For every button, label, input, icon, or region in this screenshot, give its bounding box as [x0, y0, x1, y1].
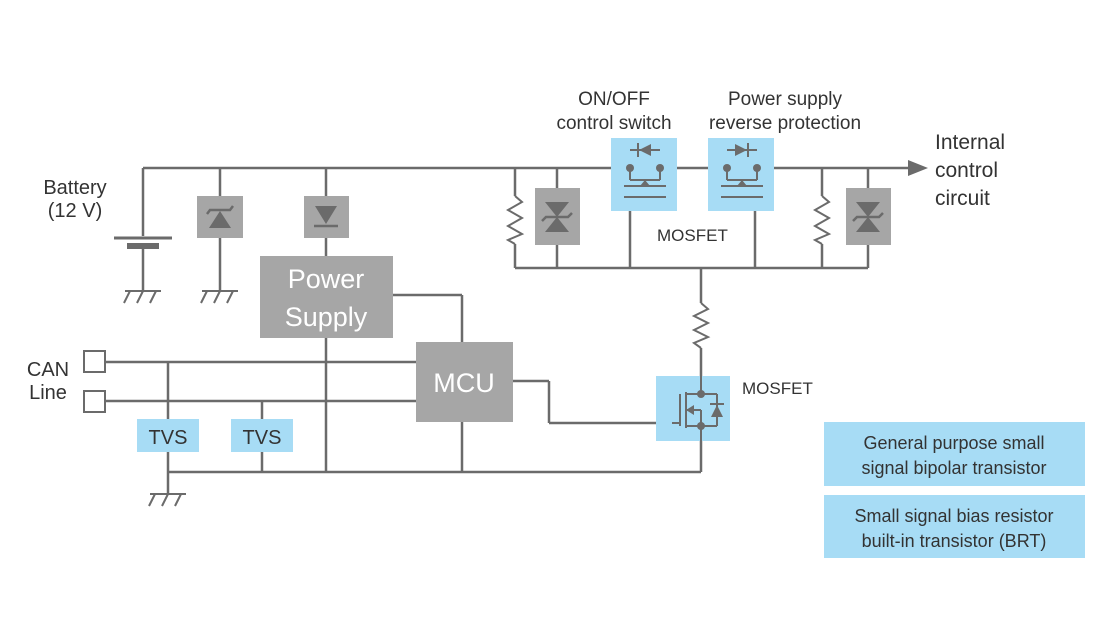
tvs-label-2: TVS: [243, 427, 282, 449]
mosfet-reverse-protection-icon: [708, 138, 774, 211]
onoff-label-1: ON/OFF: [578, 89, 650, 110]
power-supply-label-1: Power: [288, 264, 365, 294]
battery-symbol: [114, 236, 172, 249]
bidirectional-tvs-icon: [535, 188, 580, 245]
mcu-block: MCU: [416, 342, 513, 422]
bidirectional-tvs-icon: [846, 188, 891, 245]
onoff-label-2: control switch: [556, 113, 671, 134]
mcu-label: MCU: [433, 368, 495, 398]
battery-label: Battery: [43, 177, 106, 199]
legend-bipolar-line-2: signal bipolar transistor: [861, 458, 1046, 478]
resistor-icon: [691, 302, 711, 349]
legend-item-brt: [824, 495, 1085, 558]
mosfet-low-side-icon: [656, 376, 730, 441]
internal-circuit-label-3: circuit: [935, 187, 990, 210]
battery-voltage-label: (12 V): [48, 200, 102, 222]
output-arrow-icon: [908, 160, 928, 176]
ground-icon: [200, 290, 238, 304]
ground-icon: [148, 493, 186, 507]
legend-bipolar-line-1: General purpose small: [863, 433, 1044, 453]
tvs-block-1: TVS: [137, 419, 199, 452]
mosfet-bottom-label: MOSFET: [742, 379, 813, 398]
resistor-icon: [812, 195, 832, 245]
tvs-label-1: TVS: [149, 427, 188, 449]
can-label-1: CAN: [27, 359, 69, 381]
power-supply-label-2: Supply: [285, 302, 368, 332]
can-label-2: Line: [29, 382, 67, 404]
reverse-protection-label-2: reverse protection: [709, 113, 861, 134]
ground-icon: [123, 290, 161, 304]
power-supply-block: Power Supply: [260, 256, 393, 338]
internal-circuit-label-1: Internal: [935, 131, 1005, 154]
resistor-icon: [505, 195, 525, 245]
mosfet-onoff-icon: [611, 138, 677, 211]
diode-icon: [304, 196, 349, 238]
can-terminal-high: [83, 350, 106, 373]
legend-brt-line-1: Small signal bias resistor: [854, 506, 1053, 526]
legend-item-bipolar: [824, 422, 1085, 486]
can-terminal-low: [83, 390, 106, 413]
tvs-block-2: TVS: [231, 419, 293, 452]
mosfet-top-label: MOSFET: [657, 226, 728, 245]
legend-brt-line-2: built-in transistor (BRT): [862, 531, 1047, 551]
legend: General purpose small signal bipolar tra…: [824, 422, 1085, 558]
reverse-protection-label-1: Power supply: [728, 89, 843, 110]
internal-circuit-label-2: control: [935, 159, 998, 182]
zener-diode-icon: [197, 196, 243, 238]
